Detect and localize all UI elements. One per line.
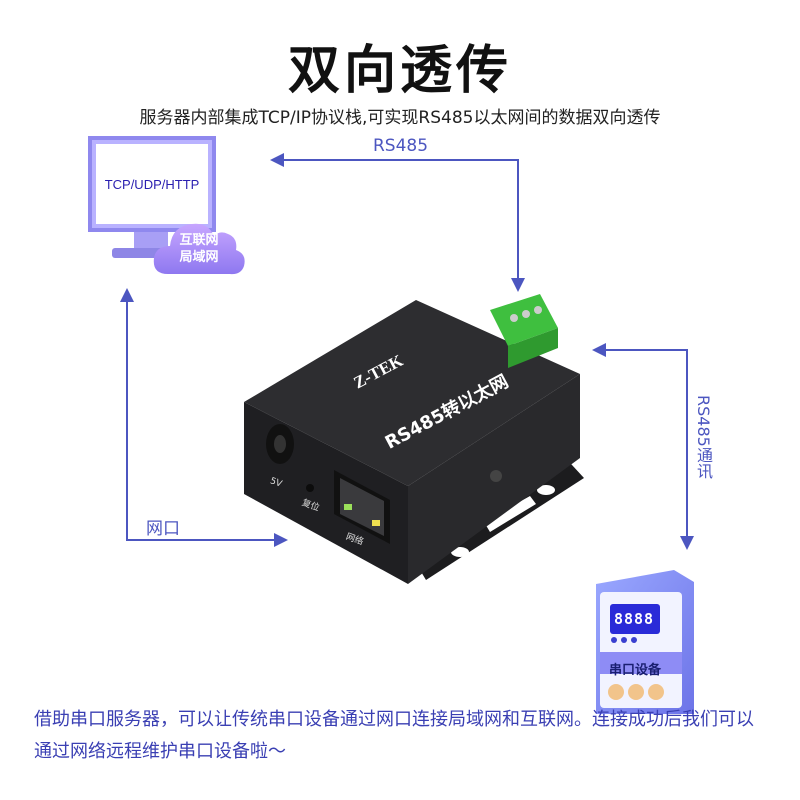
cloud-icon [153, 223, 245, 275]
monitor-screen-text: TCP/UDP/HTTP [104, 176, 200, 192]
serial-device-display: 8888 [613, 610, 655, 628]
arrow-right-icon [274, 533, 288, 547]
page-subtitle: 服务器内部集成TCP/IP协议栈,可实现RS485以太网间的数据双向透传 [139, 108, 661, 128]
connection-line [126, 539, 276, 541]
connection-line [686, 349, 688, 537]
rs485-label: RS485 [373, 136, 429, 156]
terminal-block [490, 294, 558, 346]
connection-line [604, 349, 688, 351]
page-title: 双向透传 [287, 41, 512, 101]
monitor-screen: TCP/UDP/HTTP [96, 144, 208, 224]
arrow-down-icon [511, 278, 525, 292]
serial-device-icon [596, 570, 694, 714]
computer-monitor-icon: TCP/UDP/HTTP [88, 136, 216, 232]
arrow-left-icon [592, 343, 606, 357]
serial-server-device [244, 294, 584, 584]
monitor-stand [134, 232, 168, 250]
arrow-left-icon [270, 153, 284, 167]
cloud-label-lan: 局域网 [179, 250, 219, 265]
connection-line [282, 159, 518, 161]
network-port-label: 网口 [146, 519, 180, 539]
connection-line [517, 159, 519, 279]
cloud-label-internet: 互联网 [179, 233, 219, 248]
serial-device-label: 串口设备 [608, 663, 661, 678]
arrow-down-icon [680, 536, 694, 550]
arrow-up-icon [120, 288, 134, 302]
cloud-label: 互联网 局域网 [168, 232, 230, 266]
description-text: 借助串口服务器，可以让传统串口设备通过网口连接局域网和互联网。连接成功后我们可以… [34, 709, 754, 762]
rs485-communication-label: RS485通讯 [694, 395, 713, 479]
monitor-base [112, 248, 192, 258]
connection-line [126, 300, 128, 540]
